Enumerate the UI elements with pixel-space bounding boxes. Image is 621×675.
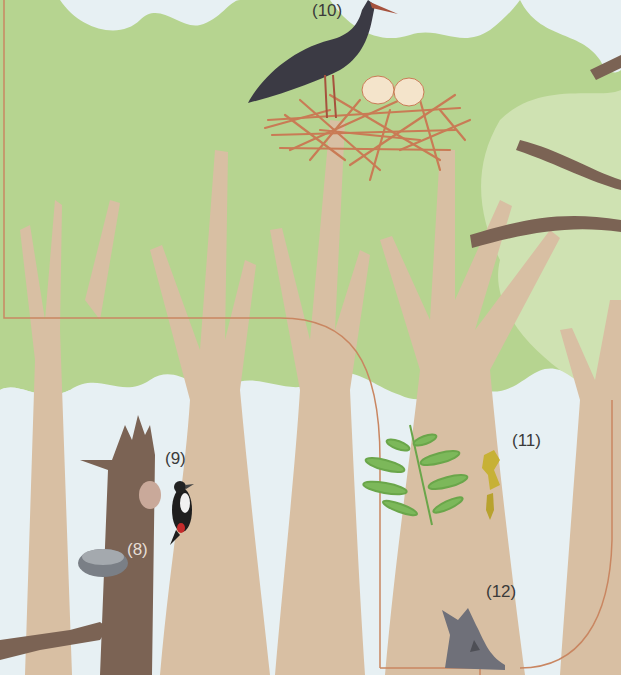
- callout-number: (10): [312, 1, 342, 21]
- callout-number: (11): [512, 431, 541, 451]
- callout-number: (9): [165, 449, 186, 469]
- callout-number: (12): [486, 582, 516, 602]
- callout-number: (8): [127, 540, 148, 560]
